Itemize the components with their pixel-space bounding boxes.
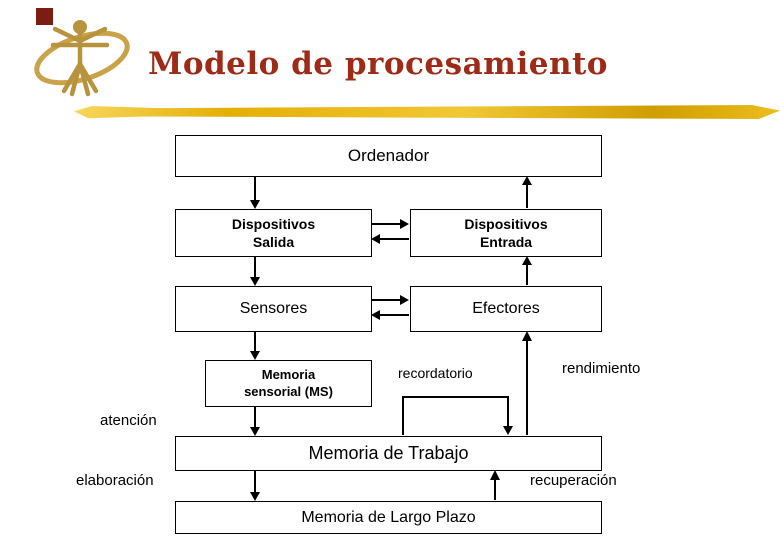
box-ordenador: Ordenador	[175, 135, 602, 177]
box-memoria-de-largo-plazo: Memoria de Largo Plazo	[175, 501, 602, 534]
box-memoria-de-trabajo: Memoria de Trabajo	[175, 436, 602, 471]
label-recuperacion: recuperación	[530, 472, 617, 489]
box-memoria-sensorial-line2: sensorial (MS)	[244, 383, 333, 399]
label-recordatorio: recordatorio	[398, 365, 473, 381]
arrow-sensores-to-memoria-sensorial	[250, 331, 260, 360]
label-atencion: atención	[100, 412, 157, 429]
box-dispositivos-entrada: Dispositivos Entrada	[410, 209, 602, 257]
vitruvian-logo-icon	[34, 8, 130, 97]
box-ordenador-label: Ordenador	[347, 145, 430, 165]
box-dispositivos-entrada-line1: Dispositivos	[464, 215, 548, 232]
box-efectores: Efectores	[410, 286, 602, 332]
gold-brush-underline	[74, 105, 780, 119]
label-elaboracion: elaboración	[76, 472, 154, 489]
arrow-ordenador-to-salida	[250, 176, 260, 209]
box-memoria-de-largo-plazo-label: Memoria de Largo Plazo	[301, 508, 476, 526]
box-sensores-label: Sensores	[239, 300, 308, 318]
box-memoria-de-trabajo-label: Memoria de Trabajo	[308, 442, 469, 463]
arrow-recuperacion-largo-plazo-to-trabajo	[490, 470, 500, 500]
loop-recordatorio	[402, 396, 513, 435]
box-dispositivos-salida: Dispositivos Salida	[175, 209, 372, 257]
label-rendimiento: rendimiento	[562, 360, 641, 377]
arrow-rendimiento-trabajo-to-efectores	[522, 331, 532, 435]
box-dispositivos-salida-line1: Dispositivos	[231, 215, 316, 232]
arrow-entrada-to-ordenador	[522, 176, 532, 208]
box-dispositivos-entrada-line2: Entrada	[479, 234, 533, 250]
arrow-efectores-to-sensores	[371, 310, 409, 320]
arrow-entrada-to-salida	[371, 234, 409, 244]
box-sensores: Sensores	[175, 286, 372, 332]
arrow-efectores-to-entrada	[522, 256, 532, 285]
arrow-salida-to-sensores	[250, 256, 260, 286]
page-title: Modelo de procesamiento	[148, 46, 608, 82]
box-memoria-sensorial-line1: Memoria	[261, 366, 316, 382]
box-memoria-sensorial: Memoria sensorial (MS)	[205, 360, 372, 407]
arrow-atencion-ms-to-trabajo	[250, 406, 260, 436]
box-efectores-label: Efectores	[472, 300, 540, 318]
arrow-sensores-to-efectores	[371, 295, 409, 305]
arrow-salida-to-entrada	[371, 219, 409, 229]
arrow-elaboracion-trabajo-to-largo-plazo	[250, 470, 260, 501]
box-dispositivos-salida-line2: Salida	[252, 234, 295, 250]
